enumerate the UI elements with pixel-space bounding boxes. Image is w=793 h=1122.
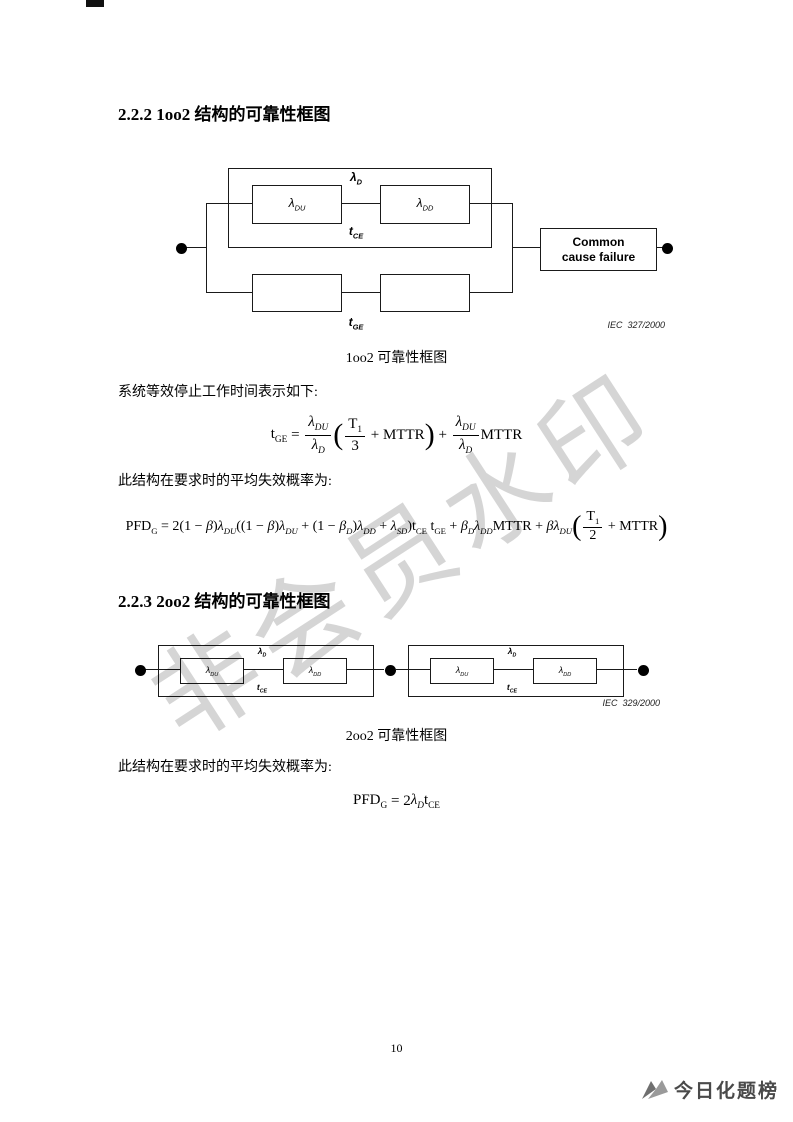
branch-join-line [512,203,513,293]
brand-footer: 今日化题榜 [641,1076,779,1103]
channel1-lambda-d-label: λD [257,646,267,659]
connector-line [181,247,207,248]
diagram-2oo2-rbd: λDU λDD λD tCE λDU λDD λD tCE IEC 329/20… [0,635,793,720]
lambda-du-box: λDU [252,185,342,224]
empty-block-left [252,274,342,312]
bottom-branch-line [206,292,512,293]
terminal-dot-right [662,243,673,254]
channel2-t-ce-label: tCE [506,682,518,695]
empty-block-right [380,274,470,312]
connector-line [512,247,540,248]
diagram-1oo2-rbd: λDU λDD λD tCE tGE Common cause failure … [0,160,793,345]
channel1-outline [158,645,374,697]
t-ce-label: tCE [348,224,364,241]
paragraph-pfd-intro-1oo2: 此结构在要求时的平均失效概率为: [118,474,332,489]
channel1-lambda-du-box: λDU [180,658,244,684]
figure-caption-2oo2: 2oo2 可靠性框图 [345,729,448,744]
paragraph-pfd-intro-2oo2: 此结构在要求时的平均失效概率为: [118,760,332,775]
lambda-dd-box: λDD [380,185,470,224]
lambda-dd-label: λ [416,196,423,211]
formula-pfd-1oo2: PFDG = 2(1 − β)λDU((1 − β)λDU + (1 − βD)… [125,509,668,543]
terminal-dot-right [638,665,649,676]
channel2-lambda-dd-box: λDD [533,658,597,684]
paragraph-tge-intro: 系统等效停止工作时间表示如下: [118,385,318,400]
lambda-du-label: λ [288,196,295,211]
branch-split-line [206,203,207,293]
scan-artifact [86,0,104,7]
iec-reference: IEC 327/2000 [607,320,665,330]
brand-name: 今日化题榜 [673,1081,779,1102]
connector-line [655,247,663,248]
channel1-lambda-dd-box: λDD [283,658,347,684]
brand-logo-icon [641,1079,668,1099]
channel2-lambda-du-box: λDU [430,658,494,684]
page-number: 10 [390,1041,403,1055]
t-ge-label: tGE [348,315,364,332]
figure-caption-1oo2: 1oo2 可靠性框图 [345,351,448,366]
iec-reference: IEC 329/2000 [602,698,660,708]
terminal-dot-middle [385,665,396,676]
top-branch-line [206,203,512,204]
connector-line [396,669,637,670]
section-heading-2oo2: 2.2.3 2oo2 结构的可靠性框图 [118,592,331,611]
terminal-dot-left [135,665,146,676]
lambda-d-label: λD [349,170,363,187]
ccf-text-line1: Common [572,234,625,249]
terminal-dot-left [176,243,187,254]
connector-line [140,669,384,670]
channel2-lambda-d-label: λD [507,646,517,659]
common-cause-failure-box: Common cause failure [540,228,657,271]
ccf-text-line2: cause failure [561,249,636,264]
top-branch-outline [228,168,492,248]
channel2-outline [408,645,624,697]
section-heading-1oo2: 2.2.2 1oo2 结构的可靠性框图 [118,105,331,124]
channel1-t-ce-label: tCE [256,682,268,695]
